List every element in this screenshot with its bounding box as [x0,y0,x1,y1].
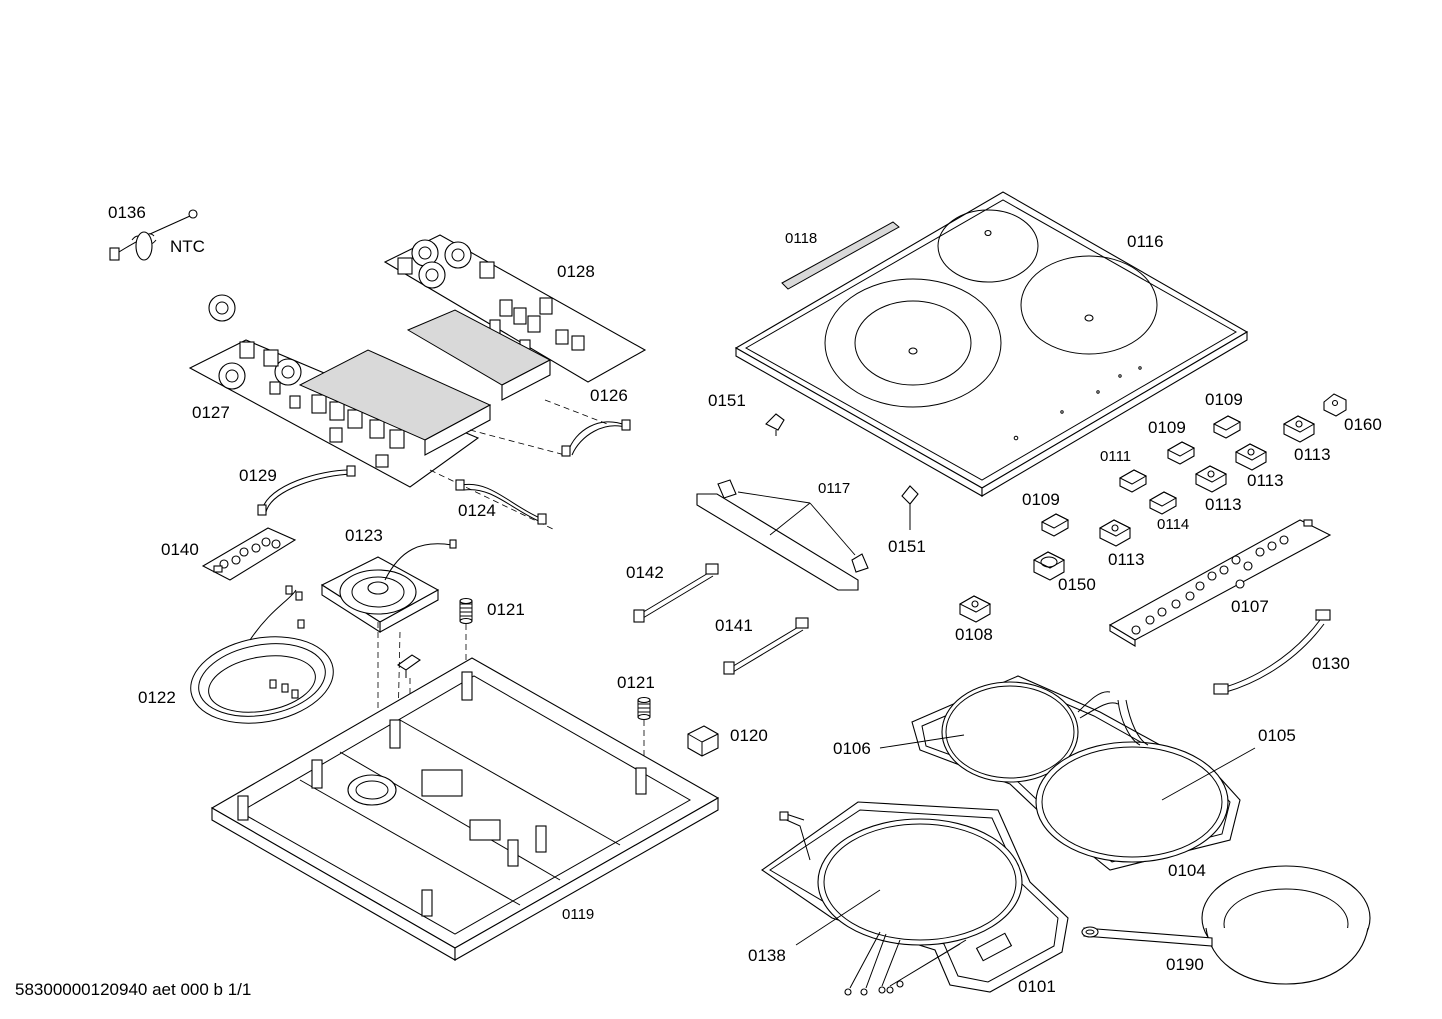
spring-0121-a-part[interactable] [459,597,473,625]
control-board-0107-part[interactable] [1108,519,1332,647]
knob-0108-part[interactable] [958,595,992,623]
label-0151-b: 0151 [888,537,926,556]
leader-0138 [795,889,881,946]
leader-0106 [879,734,965,749]
board-0140-part[interactable] [201,527,297,581]
label-0141: 0141 [715,616,753,635]
label-ntc: NTC [170,237,205,256]
heater-0138-part[interactable] [817,818,1023,996]
button-0109-a-part[interactable] [1212,415,1242,439]
cable-loop-0122-part[interactable] [184,585,340,734]
label-0130: 0130 [1312,654,1350,673]
rail-0117-part[interactable] [696,479,869,591]
label-0140: 0140 [161,540,199,559]
label-0113-d: 0113 [1108,550,1145,569]
cable-0141-part[interactable] [723,617,809,675]
label-0101: 0101 [1018,977,1056,996]
glass-ceramic-top-0116-part[interactable] [734,191,1249,497]
button-0114-part[interactable] [1148,491,1178,515]
label-0127: 0127 [192,403,230,422]
knob-0113-b-part[interactable] [1234,443,1268,471]
frying-pan-0190-part[interactable] [1081,865,1371,985]
knob-0160-part[interactable] [1323,393,1347,417]
knob-0113-c-part[interactable] [1194,465,1228,493]
fan-0123-part[interactable] [320,539,457,634]
label-0120: 0120 [730,726,768,745]
power-board-0127-part[interactable] [188,294,492,488]
cable-0142-part[interactable] [633,563,719,623]
connector-0120-part[interactable] [687,725,719,757]
label-0117: 0117 [818,480,850,497]
label-0108: 0108 [955,625,993,644]
label-0105: 0105 [1258,726,1296,745]
ntc-sensor-part[interactable] [109,209,198,261]
label-0107: 0107 [1231,597,1269,616]
label-0124: 0124 [458,501,496,520]
label-0160: 0160 [1344,415,1382,434]
leader-0105 [1161,747,1256,801]
spring-0121-b-part[interactable] [637,696,651,721]
cable-0129-part[interactable] [257,465,356,516]
heater-0105-part[interactable] [1035,699,1229,863]
label-0113-c: 0113 [1205,495,1242,514]
label-0113-b: 0113 [1247,471,1284,490]
button-0111-part[interactable] [1118,469,1148,493]
knob-0113-d-part[interactable] [1098,519,1132,547]
cable-0124-part[interactable] [455,479,547,525]
label-0109-b: 0109 [1148,418,1186,437]
label-0113-a: 0113 [1294,445,1331,464]
label-0128: 0128 [557,262,595,281]
label-0109-c: 0109 [1022,490,1060,509]
label-0119: 0119 [562,906,594,923]
label-0190: 0190 [1166,955,1204,974]
label-0151-a: 0151 [708,391,746,410]
label-0136: 0136 [108,203,146,222]
seal-strip-0118-part[interactable] [781,221,900,290]
label-0126: 0126 [590,386,628,405]
label-0138: 0138 [748,946,786,965]
power-board-0128-part[interactable] [383,234,647,401]
knob-0150-part[interactable] [1032,551,1066,581]
label-0142: 0142 [626,563,664,582]
drawing-number-footer: 58300000120940 aet 000 b 1/1 [15,980,252,999]
label-0111: 0111 [1100,448,1131,465]
label-0114: 0114 [1157,516,1189,533]
label-0129: 0129 [239,466,277,485]
label-0121-b: 0121 [617,673,655,692]
label-0106: 0106 [833,739,871,758]
alignment-lines-boards [429,399,611,531]
label-0150: 0150 [1058,575,1096,594]
label-0116: 0116 [1127,232,1164,251]
label-0121-a: 0121 [487,600,525,619]
label-0109-a: 0109 [1205,390,1243,409]
button-0109-c-part[interactable] [1040,513,1070,537]
clip-0151-b-part[interactable] [901,485,919,530]
label-0122: 0122 [138,688,176,707]
label-0123: 0123 [345,526,383,545]
clip-0151-a-part[interactable] [765,413,785,436]
button-0109-b-part[interactable] [1166,441,1196,465]
housing-tray-0119-part[interactable] [210,657,720,961]
label-0118: 0118 [785,230,817,247]
label-0104: 0104 [1168,861,1206,880]
cable-0130-part[interactable] [1213,609,1331,695]
knob-0113-a-part[interactable] [1282,415,1316,443]
clip-part[interactable] [397,654,421,678]
cable-0126-part[interactable] [561,419,631,457]
